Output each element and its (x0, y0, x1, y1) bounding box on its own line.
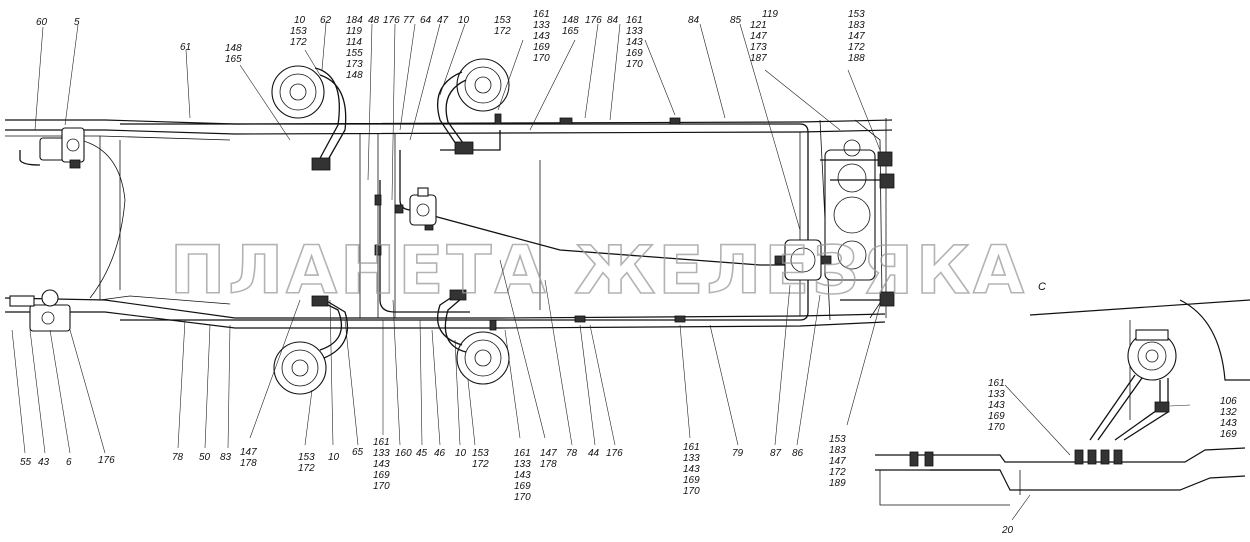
label-61: 61 (180, 42, 191, 53)
rear-left-brake-chamber (436, 58, 510, 155)
chassis-frame (4, 118, 893, 329)
front-right-brake-chamber (273, 295, 349, 395)
front-valve-unit-top (39, 127, 85, 169)
label-6: 6 (66, 457, 72, 468)
front-left-brake-chamber (271, 65, 347, 171)
label-85: 85 (730, 15, 742, 26)
label-46: 46 (434, 448, 446, 459)
rear-connector-heads (877, 151, 895, 307)
label-55: 55 (20, 457, 32, 468)
central-brake-valve (409, 187, 437, 226)
leader-lines (11, 22, 1191, 521)
label-65: 65 (352, 447, 364, 458)
label-84-a: 84 (607, 15, 619, 26)
label-83: 83 (220, 452, 232, 463)
label-20: 20 (1001, 525, 1014, 536)
label-60: 60 (36, 17, 48, 28)
label-176-top-b: 176 (585, 15, 602, 26)
label-87: 87 (770, 448, 782, 459)
inset-view-letter: С (1038, 281, 1046, 293)
label-77: 77 (403, 15, 415, 26)
watermark: ПЛАНЕТА ЖЕЛЕЗЯКА (170, 232, 1027, 309)
label-79: 79 (732, 448, 744, 459)
label-86: 86 (792, 448, 804, 459)
rear-right-brake-chamber (436, 289, 510, 385)
label-48: 48 (368, 15, 380, 26)
front-valve-unit-bottom (9, 289, 71, 332)
label-176-bottom: 176 (98, 455, 115, 466)
label-176-bottom-b: 176 (606, 448, 623, 459)
label-47: 47 (437, 15, 449, 26)
label-84-b: 84 (688, 15, 700, 26)
label-78-b: 78 (566, 448, 578, 459)
label-44: 44 (588, 448, 600, 459)
label-78-a: 78 (172, 452, 184, 463)
inset-view-c: С (875, 281, 1250, 506)
label-10-top: 10 (458, 15, 470, 26)
label-10-bottom-b: 10 (455, 448, 467, 459)
label-10-bottom-a: 10 (328, 452, 340, 463)
label-45: 45 (416, 448, 428, 459)
relay-valve (774, 239, 832, 281)
label-62: 62 (320, 15, 332, 26)
label-64: 64 (420, 15, 432, 26)
label-50: 50 (199, 452, 211, 463)
label-160: 160 (395, 448, 412, 459)
label-43: 43 (38, 457, 50, 468)
label-5: 5 (74, 17, 80, 28)
label-176-top: 176 (383, 15, 400, 26)
